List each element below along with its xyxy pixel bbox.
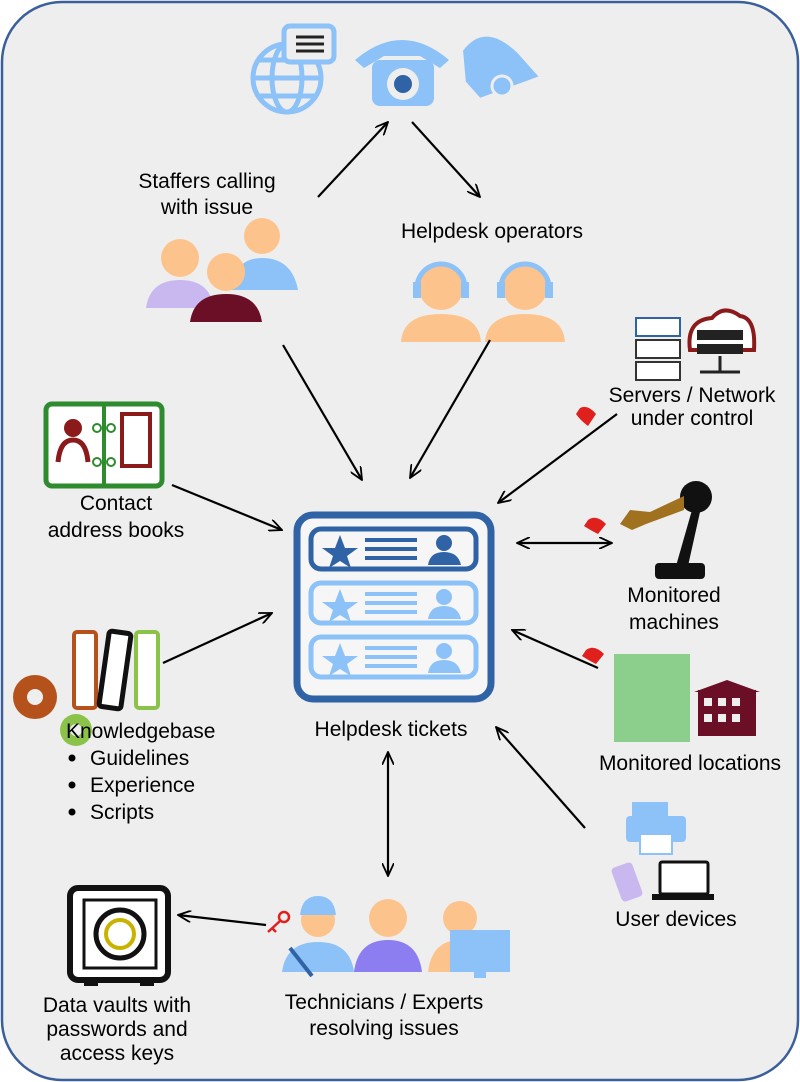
- arrow-servers-to-tickets: [498, 413, 618, 503]
- knowledgebase-list: Guidelines Experience Scripts: [68, 747, 195, 824]
- safe-icon: [67, 885, 171, 986]
- arrow-devices-to-tickets: [496, 727, 586, 829]
- operators-label: Helpdesk operators: [401, 220, 583, 243]
- arrow-staff-to-tickets: [282, 344, 362, 480]
- headset-operator-icon: [401, 261, 565, 342]
- arrow-contacts-to-tickets: [171, 483, 282, 530]
- knowledgebase-item: Scripts: [90, 801, 154, 824]
- buildings-icon: [614, 654, 760, 742]
- staff-group-icon: [146, 218, 298, 322]
- arrow-staff-to-phone: [317, 122, 388, 198]
- binders-gears-icon: [13, 628, 160, 746]
- printer-phone-laptop-icon: [611, 802, 714, 902]
- server-cloud-icon: [635, 308, 757, 381]
- arrow-technicians-to-vault: [178, 915, 267, 927]
- bell-icon: [463, 36, 539, 98]
- ticket-row: [308, 580, 479, 626]
- knowledgebase-title: Knowledgebase: [66, 720, 215, 743]
- devices-label: User devices: [615, 908, 736, 931]
- locations-label: Monitored locations: [599, 752, 781, 775]
- knowledgebase-item: Guidelines: [90, 747, 189, 770]
- ticket-row: [308, 634, 479, 680]
- technicians-icon: [282, 896, 510, 978]
- ticket-board-icon: [293, 511, 495, 703]
- tickets-label: Helpdesk tickets: [315, 718, 468, 741]
- key-icon: [267, 910, 291, 933]
- arrow-knowledgebase-to-tickets: [162, 612, 272, 664]
- alarm-bell-icon: [576, 406, 606, 664]
- ticket-row: [308, 526, 479, 572]
- arrow-phone-to-operators: [411, 121, 480, 197]
- arrow-operators-to-tickets: [410, 339, 491, 478]
- robot-arm-icon: [620, 481, 712, 579]
- arrow-locations-to-tickets: [512, 630, 599, 670]
- address-book-icon: [43, 401, 165, 489]
- knowledgebase-item: Experience: [90, 774, 195, 797]
- telephone-icon: [355, 40, 449, 106]
- globe-chat-icon: [250, 23, 337, 115]
